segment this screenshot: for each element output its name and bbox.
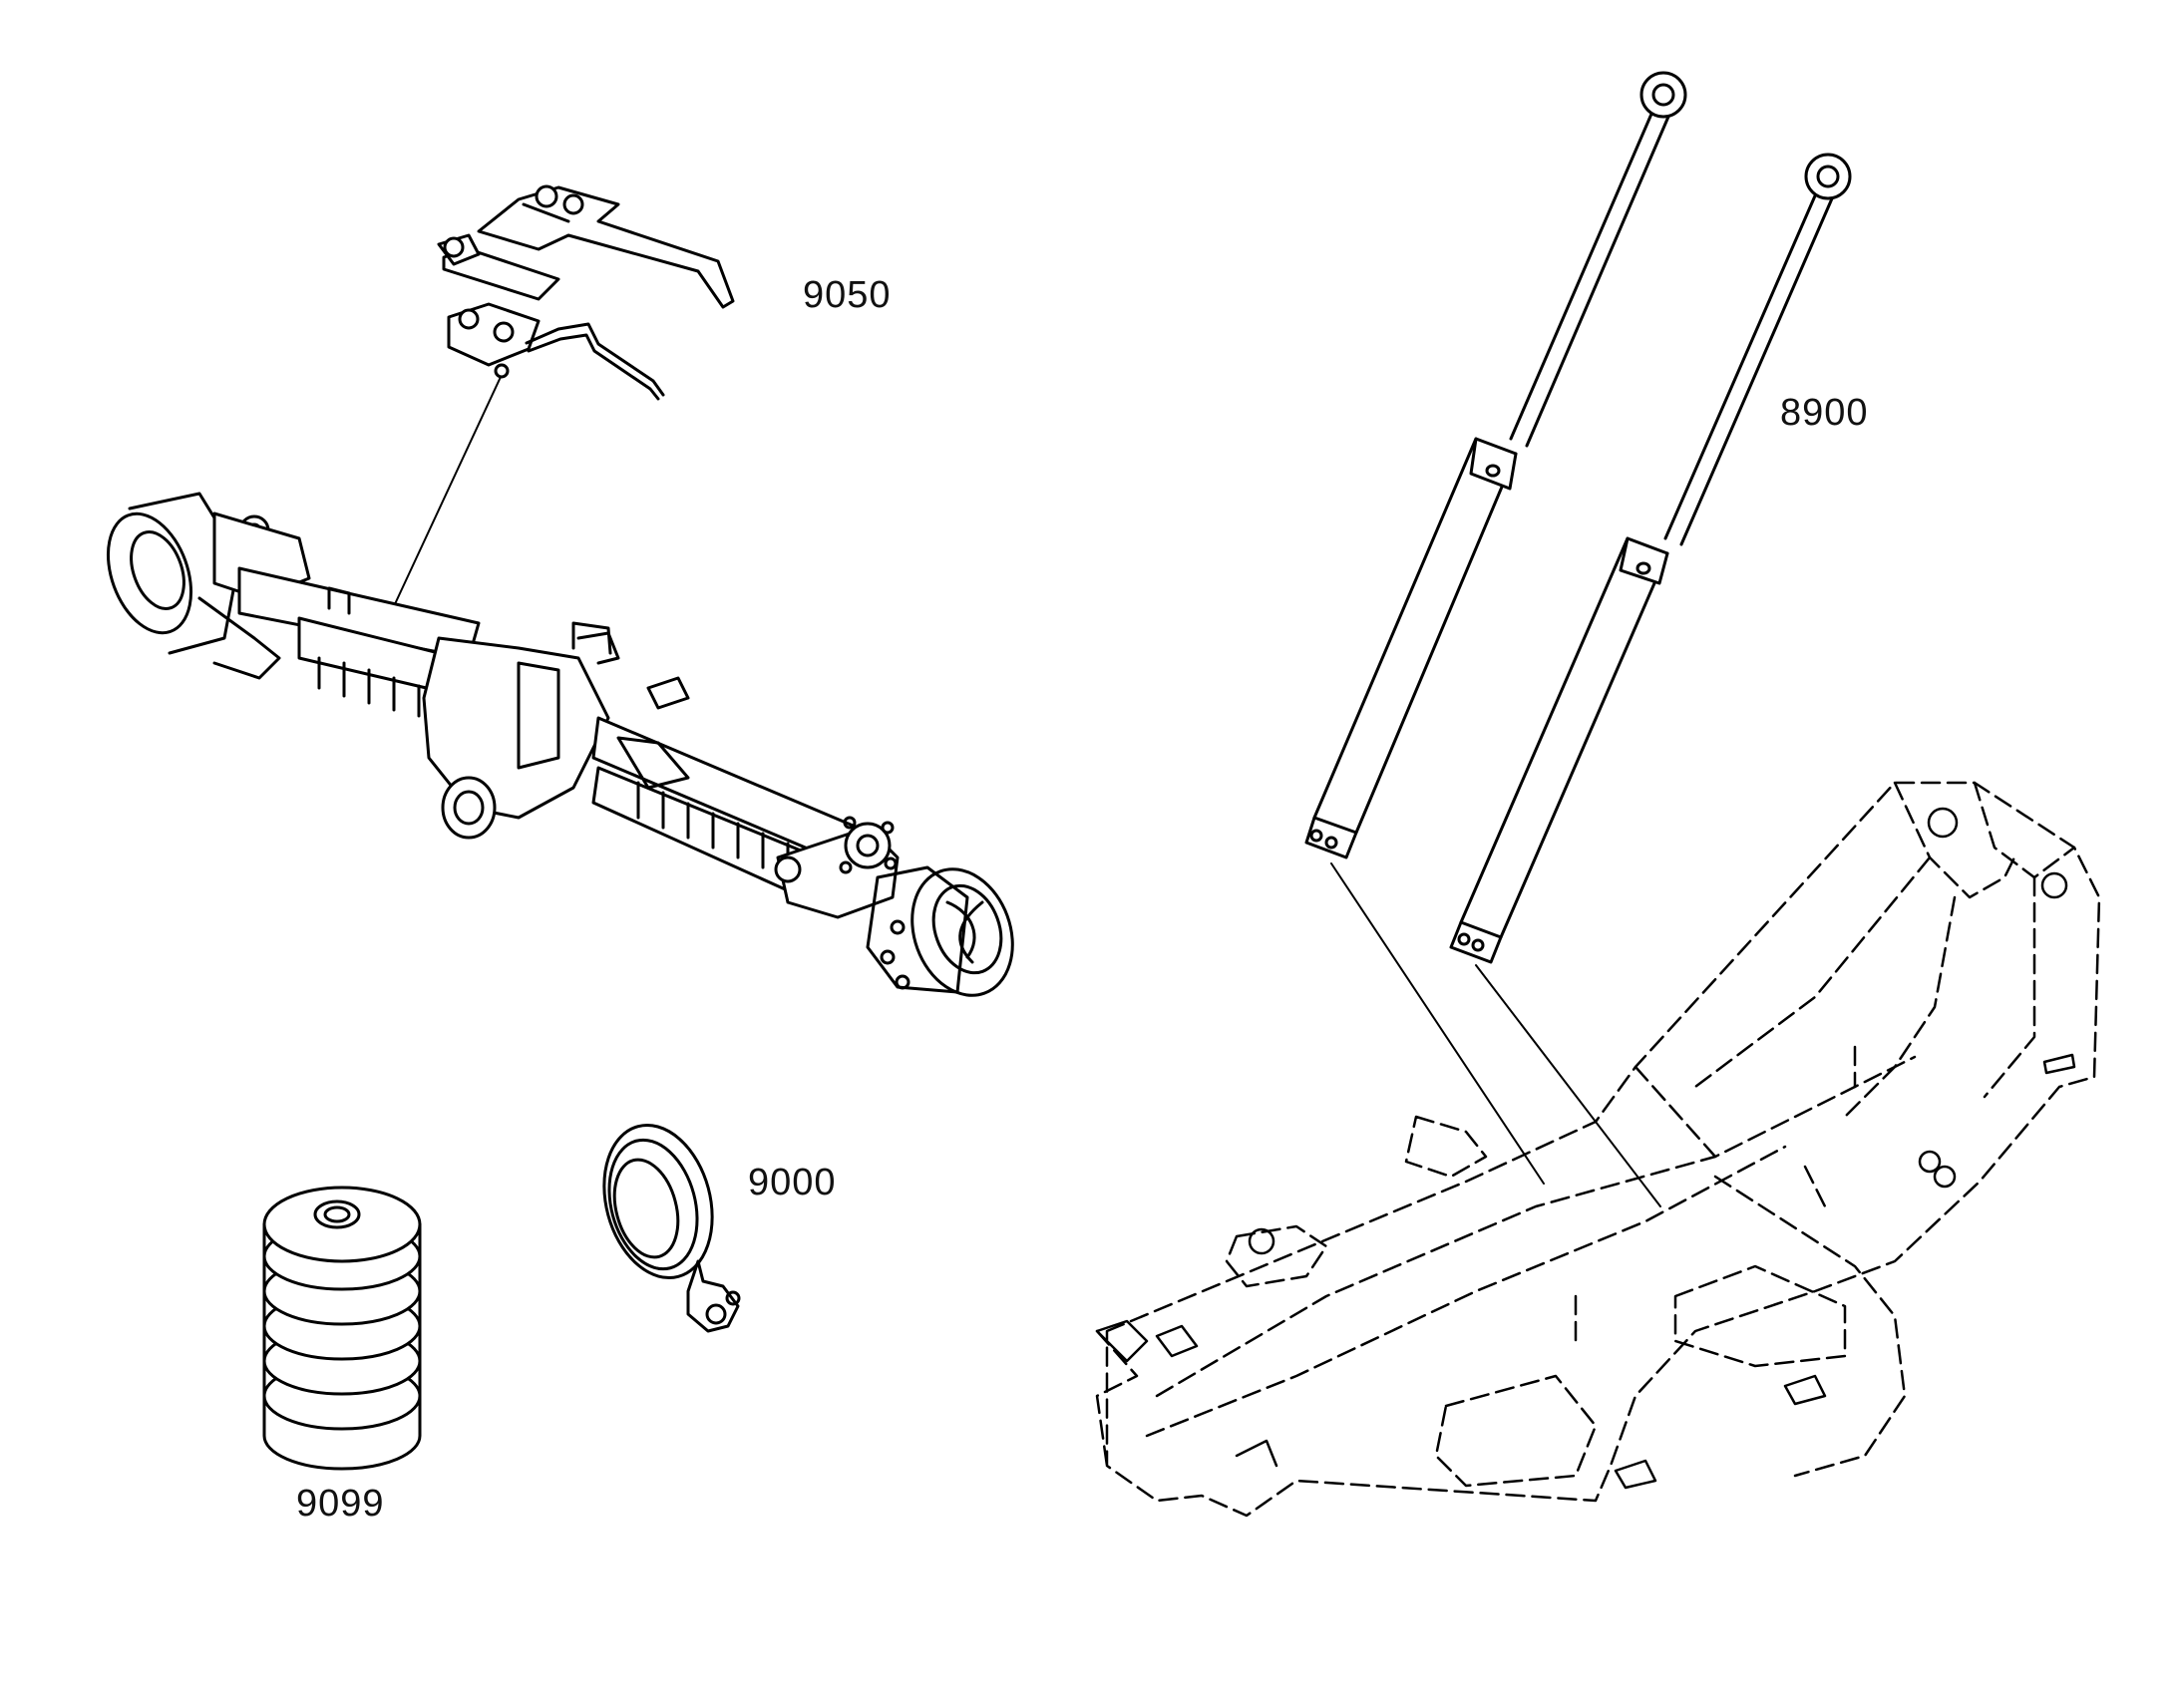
- frame-solid-details: [1095, 807, 2076, 1490]
- part-8900-cylinders: [1304, 71, 1852, 1207]
- callout-9050: 9050: [803, 274, 892, 316]
- callout-8900: 8900: [1780, 392, 1869, 434]
- callout-9099: 9099: [296, 1483, 385, 1525]
- front-axle-assembly: [106, 492, 1014, 997]
- cylinder-right: [1449, 153, 1852, 1207]
- part-9099-disc-stack: [262, 1186, 422, 1471]
- loader-frame: [1095, 781, 2101, 1518]
- part-9000-cover: [602, 1123, 741, 1333]
- cylinder-left: [1304, 71, 1687, 1185]
- callout-9000: 9000: [748, 1162, 837, 1203]
- part-9050-brackets: [393, 184, 735, 607]
